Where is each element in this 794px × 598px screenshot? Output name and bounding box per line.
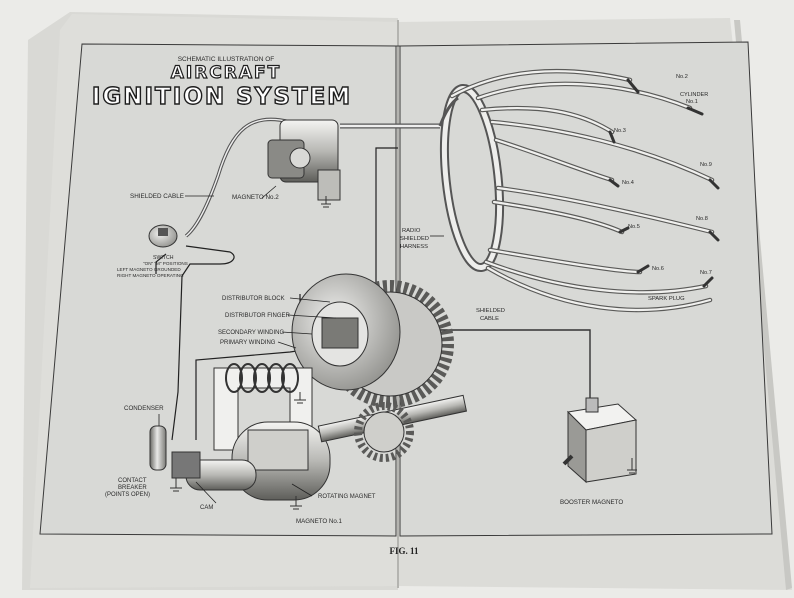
shielded-cable [184,96,459,238]
label-switch-positions: "ON" "M" POSITIONS [143,261,188,266]
booster-magneto-illustration [562,397,638,484]
label-cyl-no7: No.7 [700,270,712,276]
label-cyl-no2: No.2 [676,74,688,80]
spark-plug-leads [449,68,720,313]
label-cylinder-no1: No.1 [686,99,698,105]
label-cyl-no8: No.8 [696,216,708,222]
label-spark-plug: SPARK PLUG [648,296,685,302]
ignition-switch-illustration [148,224,178,248]
condenser-illustration [149,425,167,471]
leader-lines [158,185,444,504]
distributor-illustration [291,273,454,408]
booster-lead [398,329,591,400]
contact-breaker-illustration [171,451,201,479]
label-magneto-no2: MAGNETO No.2 [232,194,279,201]
label-radio: RADIO [402,228,421,234]
label-distributor-finger: DISTRIBUTOR FINGER [225,313,291,319]
label-points-open: (POINTS OPEN) [105,492,150,498]
subtitle: SCHEMATIC ILLUSTRATION OF [178,56,275,63]
label-condenser: CONDENSER [124,405,164,412]
label-cyl-no9: No.9 [700,162,712,168]
figure-caption: FIG. 11 [389,546,419,556]
label-switch: SWITCH [153,255,174,261]
label-rotating-magnet: ROTATING MAGNET [318,494,376,500]
label-switch-left-grounded: LEFT MAGNETO GROUNDED [117,267,181,272]
label-switch-right-operating: RIGHT MAGNETO OPERATING [117,273,184,278]
magneto-no1-illustration [149,363,468,510]
label-shielded: SHIELDED [400,236,429,242]
magneto-no2-illustration [267,119,341,208]
title-line2: IGNITION SYSTEM [92,84,352,110]
title-line1: AIRCRAFT [171,63,282,83]
label-cyl-no6: No.6 [652,266,664,272]
label-shielded-cable-right: SHIELDED [476,308,505,314]
label-contact: CONTACT [118,478,147,484]
label-harness: HARNESS [400,244,428,250]
label-booster-magneto: BOOSTER MAGNETO [560,499,623,506]
label-secondary-winding: SECONDARY WINDING [218,330,284,336]
label-cyl-no5: No.5 [628,224,640,230]
label-cyl-no3: No.3 [614,128,626,134]
label-cylinder: CYLINDER [680,92,708,98]
label-primary-winding: PRIMARY WINDING [220,340,276,346]
label-cyl-no4: No.4 [622,180,634,186]
label-shielded-cable-left: SHIELDED CABLE [130,193,184,200]
label-cam: CAM [200,505,213,511]
label-magneto-no1: MAGNETO No.1 [296,518,343,525]
label-distributor-block: DISTRIBUTOR BLOCK [222,296,285,302]
label-breaker: BREAKER [118,485,147,491]
label-cable-right: CABLE [480,316,499,322]
